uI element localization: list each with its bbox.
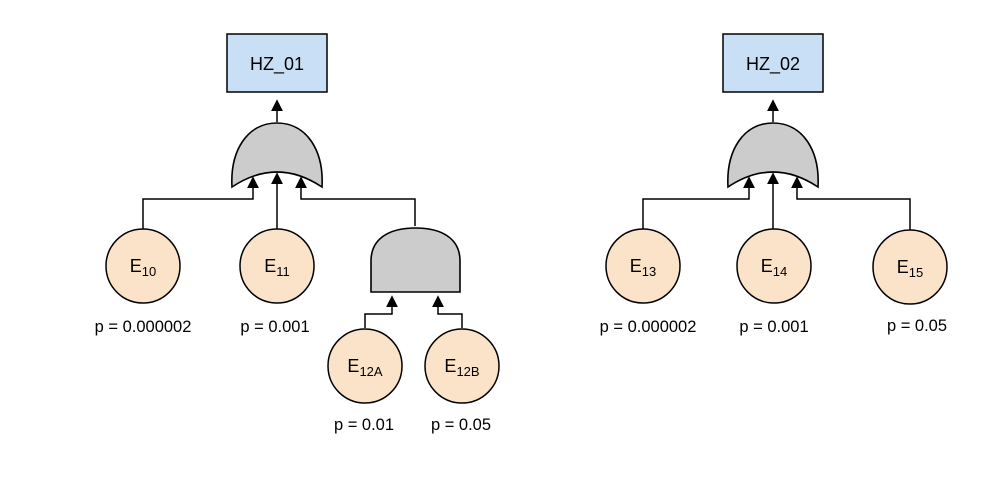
prob-label-e15: p = 0.05 (887, 317, 947, 335)
prob-label-e14: p = 0.001 (739, 318, 808, 336)
top-event-label-hz02: HZ_02 (746, 54, 800, 75)
basic-event-label-e12b: E12B (444, 356, 479, 379)
prob-label-e10: p = 0.000002 (95, 318, 192, 336)
basic-event-label-e13: E13 (630, 256, 656, 279)
basic-event-e11 (239, 228, 315, 304)
connector-e13-to-orgate (642, 176, 755, 229)
basic-event-label-e12a: E12A (347, 356, 382, 379)
prob-label-e12b: p = 0.05 (431, 416, 491, 434)
basic-event-label-e15: E15 (897, 257, 923, 280)
basic-event-e12a (327, 328, 403, 404)
basic-event-e15 (872, 229, 948, 305)
top-event-box-hz02 (722, 33, 824, 93)
prob-label-e13: p = 0.000002 (600, 318, 697, 336)
basic-event-e13 (605, 228, 681, 304)
fault-tree-hz01: HZ_01 E10 p = 0.000002 E11 p = 0.001 (95, 33, 500, 434)
fault-tree-hz02: HZ_02 E13 p = 0.000002 E14 p = 0.001 E15… (600, 33, 948, 336)
basic-event-label-e11: E11 (264, 256, 290, 279)
connector-e12a-to-andgate (364, 295, 398, 328)
basic-event-e10 (105, 228, 181, 304)
basic-event-e14 (736, 228, 812, 304)
prob-label-e11: p = 0.001 (240, 318, 309, 336)
or-gate-icon (231, 122, 323, 189)
connector-e10-to-orgate (142, 176, 259, 229)
connector-e12b-to-andgate (432, 295, 463, 328)
basic-event-label-e10: E10 (130, 256, 156, 279)
or-gate-icon (727, 122, 819, 189)
prob-label-e12a: p = 0.01 (334, 416, 394, 434)
top-event-label-hz01: HZ_01 (250, 54, 304, 75)
basic-event-e12b (424, 328, 500, 404)
and-gate-icon (370, 227, 461, 293)
top-event-box-hz01 (226, 33, 328, 93)
connector-e15-to-orgate (791, 176, 911, 230)
basic-event-label-e14: E14 (761, 256, 787, 279)
connector-andgate-to-orgate (295, 176, 416, 226)
